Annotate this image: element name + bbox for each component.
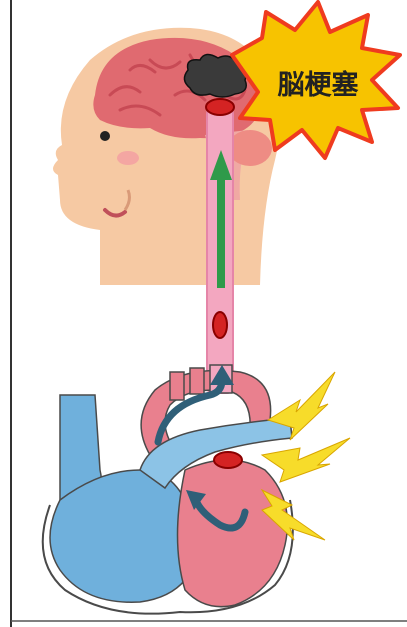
embolus-in-artery [213, 312, 227, 338]
embolus-in-heart [214, 452, 242, 468]
embolus-lodged [206, 99, 234, 115]
heart-illustration [43, 365, 293, 614]
eye [100, 131, 110, 141]
callout-label: 脳梗塞 [277, 69, 359, 101]
lightning-icon [262, 438, 350, 482]
cerebellum [228, 130, 272, 166]
left-heart [178, 460, 288, 607]
cheek [117, 151, 139, 165]
lightning-icons [262, 372, 350, 540]
